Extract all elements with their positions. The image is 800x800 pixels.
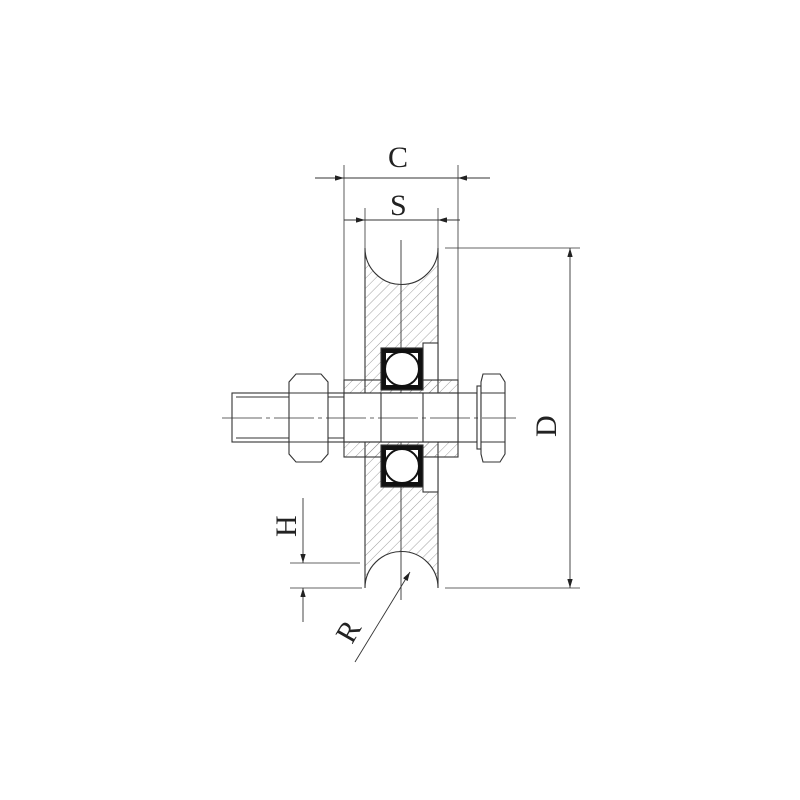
label-s: S [390, 189, 407, 222]
bearing-top [380, 347, 424, 391]
bearing-bottom [380, 444, 424, 488]
dimension-r [354, 571, 411, 663]
label-r: R [329, 615, 368, 649]
label-h: H [270, 515, 303, 537]
label-d: D [530, 415, 563, 437]
label-c: C [388, 141, 408, 174]
